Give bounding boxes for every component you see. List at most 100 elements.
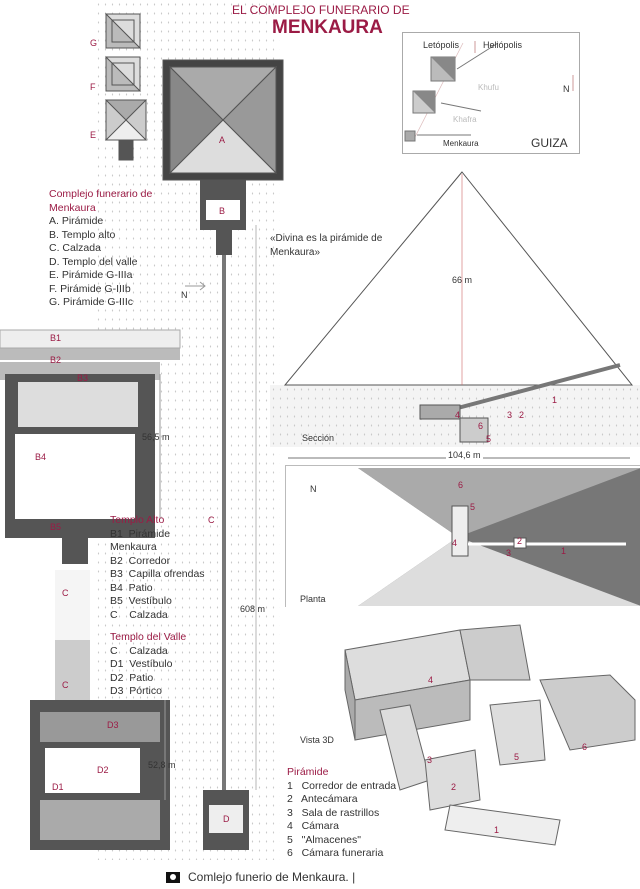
pyramid-f bbox=[105, 55, 142, 92]
label-g: G bbox=[90, 38, 98, 48]
legend-item: 4 Cámara bbox=[287, 820, 339, 832]
section-height: 66 m bbox=[452, 275, 473, 285]
valley-temple-heading: Templo del Valle bbox=[110, 631, 187, 643]
label-f: F bbox=[90, 82, 96, 92]
legend-item: B2 Corredor bbox=[110, 554, 171, 567]
view3d-num-2: 2 bbox=[451, 782, 457, 792]
title-line1: EL COMPLEJO FUNERARIO DE bbox=[232, 3, 410, 17]
camera-icon bbox=[166, 871, 180, 883]
label-b3: B3 bbox=[77, 373, 89, 383]
section-num-5: 5 bbox=[486, 434, 492, 444]
upper-temple-legend: Templo Alto B1 Pirámide Menkaura B2 Corr… bbox=[110, 514, 205, 622]
legend-item: C Calzada bbox=[110, 608, 168, 621]
legend-item: 5 "Almacenes" bbox=[287, 833, 361, 846]
section-num-4: 4 bbox=[455, 410, 461, 420]
page-title: MENKAURA bbox=[272, 17, 383, 38]
legend-item: 3 Sala de rastrillos bbox=[287, 806, 380, 819]
view3d-label: Vista 3D bbox=[300, 735, 334, 745]
legend-item: B. Templo alto bbox=[49, 228, 116, 241]
legend-item: B4 Patio bbox=[110, 581, 153, 594]
plan-num-4: 4 bbox=[452, 538, 458, 548]
legend-item: D1 Vestíbulo bbox=[110, 658, 173, 670]
view3d-num-1: 1 bbox=[494, 825, 500, 835]
legend-item: 2 Antecámara bbox=[287, 793, 358, 805]
label-c2: C bbox=[62, 588, 69, 598]
pyramid-plan: Planta N 6 5 4 3 2 1 bbox=[285, 465, 640, 607]
label-b5: B5 bbox=[50, 522, 62, 532]
complex-plan bbox=[0, 12, 284, 850]
plan-drawing bbox=[358, 468, 640, 606]
label-d3: D3 bbox=[107, 720, 119, 730]
map-khufu: Khufu bbox=[478, 83, 499, 92]
valley-temple-dim: 52,8 m bbox=[148, 760, 176, 770]
map-north: N bbox=[563, 84, 570, 94]
map-site: GUIZA bbox=[531, 136, 568, 150]
map-menkaura: Menkaura bbox=[443, 139, 479, 148]
label-c3: C bbox=[62, 680, 69, 690]
section-num-3: 3 bbox=[507, 410, 513, 420]
label-a: A bbox=[219, 135, 226, 145]
label-b2: B2 bbox=[50, 355, 62, 365]
upper-temple-dim: 56,5 m bbox=[142, 432, 170, 442]
legend-item: B1 Pirámide bbox=[110, 527, 171, 540]
section-num-6: 6 bbox=[478, 421, 484, 431]
view3d-num-3: 3 bbox=[427, 755, 433, 765]
legend-item: C. Calzada bbox=[49, 242, 101, 254]
label-d1: D1 bbox=[52, 782, 64, 792]
map-heliopolis: Heliópolis bbox=[483, 40, 523, 50]
complex-legend: Complejo funerario de Menkaura A. Pirámi… bbox=[49, 188, 159, 310]
pyramid-section bbox=[283, 171, 634, 459]
valley-temple-plan bbox=[30, 640, 170, 850]
plan-num-1: 1 bbox=[561, 546, 567, 556]
plan-num-3: 3 bbox=[506, 548, 512, 558]
north-label-plan: N bbox=[181, 290, 188, 300]
valley-temple-legend: Templo del Valle C Calzada D1 Vestíbulo … bbox=[110, 631, 186, 699]
label-b1: B1 bbox=[50, 333, 62, 343]
plan-north: N bbox=[310, 484, 317, 494]
section-num-2: 2 bbox=[519, 410, 525, 420]
legend-item: A. Pirámide bbox=[49, 215, 104, 227]
legend-item: F. Pirámide G-IIIb bbox=[49, 282, 131, 295]
legend-item: D3 Pórtico bbox=[110, 685, 162, 697]
map-letopolis: Letópolis bbox=[423, 40, 460, 50]
label-b: B bbox=[219, 206, 226, 216]
plan-num-5: 5 bbox=[470, 502, 476, 512]
view3d-num-4: 4 bbox=[428, 675, 434, 685]
complex-legend-heading: Complejo funerario de Menkaura bbox=[49, 188, 153, 214]
upper-temple-heading: Templo Alto bbox=[110, 514, 165, 526]
label-d2: D2 bbox=[97, 765, 109, 775]
section-num-1: 1 bbox=[552, 395, 558, 405]
pyramid-legend: Pirámide 1 Corredor de entrada 2 Antecám… bbox=[287, 766, 396, 861]
legend-item: B5 Vestíbulo bbox=[110, 595, 172, 607]
label-c: C bbox=[208, 515, 215, 525]
map-drawing bbox=[404, 41, 574, 142]
section-base: 104,6 m bbox=[446, 450, 483, 460]
view3d-num-6: 6 bbox=[582, 742, 588, 752]
legend-item: 1 Corredor de entrada bbox=[287, 779, 397, 792]
legend-item: D. Templo del valle bbox=[49, 255, 138, 268]
pyramid-3d-view bbox=[344, 624, 636, 846]
legend-item: Menkaura bbox=[110, 541, 157, 553]
caption-text: Comlejo funerio de Menkaura. | bbox=[188, 870, 356, 884]
caption: Comlejo funerio de Menkaura. | bbox=[166, 870, 355, 884]
section-label: Sección bbox=[302, 433, 335, 443]
legend-item: 6 Cámara funeraria bbox=[287, 847, 384, 859]
pyramid-a bbox=[162, 59, 284, 181]
legend-item: B3 Capilla ofrendas bbox=[110, 568, 205, 580]
pyramid-legend-heading: Pirámide bbox=[287, 766, 329, 778]
legend-item: D2 Patio bbox=[110, 671, 154, 684]
view3d-num-5: 5 bbox=[514, 752, 520, 762]
pyramid-e bbox=[104, 99, 148, 161]
plan-num-2: 2 bbox=[517, 536, 523, 546]
map-khafra: Khafra bbox=[453, 115, 477, 124]
pyramid-g bbox=[105, 12, 142, 49]
plan-label: Planta bbox=[300, 594, 326, 604]
legend-item: G. Pirámide G-IIIc bbox=[49, 296, 134, 308]
label-b4: B4 bbox=[35, 452, 47, 462]
legend-item: E. Pirámide G-IIIa bbox=[49, 269, 133, 281]
giza-map: Letópolis Heliópolis Khufu Khafra Menkau… bbox=[402, 32, 580, 154]
label-e: E bbox=[90, 130, 97, 140]
plan-num-6: 6 bbox=[458, 480, 464, 490]
section-quote: «Divina es la pirámide de Menkaura» bbox=[270, 233, 383, 258]
causeway-length: 608 m bbox=[240, 604, 266, 614]
